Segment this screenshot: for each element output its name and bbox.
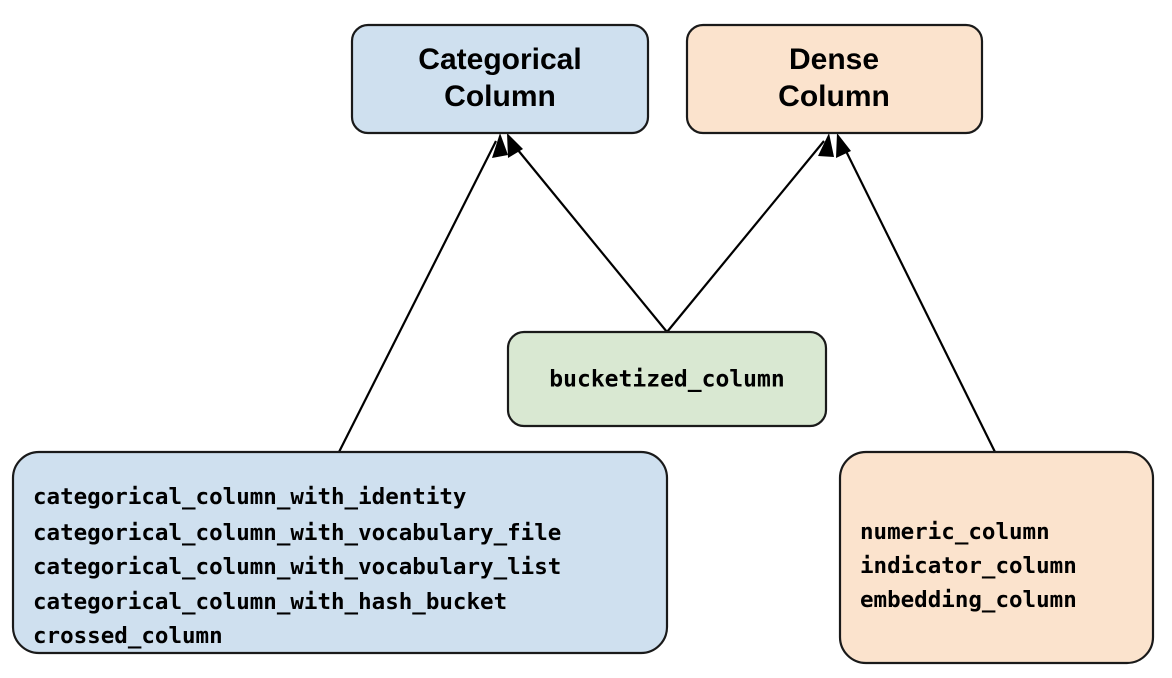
edge-dense-producers-to-dense-column: [842, 144, 996, 453]
categorical-producers-item-hash-bucket: categorical_column_with_hash_bucket: [33, 589, 507, 615]
dense-producers-item-embedding-column: embedding_column: [860, 587, 1077, 613]
categorical-column-box[interactable]: [350, 23, 650, 135]
node-dense-column[interactable]: Dense Column: [685, 23, 984, 135]
node-categorical-column[interactable]: Categorical Column: [350, 23, 650, 135]
node-bucketized-column[interactable]: bucketized_column: [506, 330, 828, 428]
edge-bucketized-to-dense-column: [666, 140, 825, 333]
node-categorical-producers[interactable]: categorical_column_with_identity categor…: [11, 450, 669, 655]
node-dense-producers[interactable]: numeric_column indicator_column embeddin…: [838, 450, 1155, 665]
dense-producers-item-numeric-column: numeric_column: [860, 519, 1050, 545]
bucketized-column-box[interactable]: [506, 330, 828, 428]
categorical-producers-box[interactable]: [11, 450, 669, 655]
arrowhead-categorical-from-producers: [492, 133, 508, 158]
dense-column-label-line-2: Column: [778, 80, 890, 113]
dense-producers-item-indicator-column: indicator_column: [860, 553, 1077, 579]
categorical-producers-item-vocabulary-list: categorical_column_with_vocabulary_list: [33, 554, 561, 580]
categorical-producers-item-vocabulary-file: categorical_column_with_vocabulary_file: [33, 520, 561, 546]
dense-column-box[interactable]: [685, 23, 984, 135]
categorical-column-label-line-1: Categorical: [418, 43, 581, 76]
dense-producers-box[interactable]: [838, 450, 1155, 665]
arrowhead-categorical-from-bucketized: [507, 133, 523, 158]
bucketized-column-label: bucketized_column: [549, 367, 784, 393]
arrowhead-dense-from-producers: [836, 133, 851, 158]
categorical-producers-item-identity: categorical_column_with_identity: [33, 484, 466, 510]
edge-categorical-producers-to-categorical-column: [338, 140, 497, 453]
dense-column-label-line-1: Dense: [789, 43, 879, 76]
categorical-column-label-line-2: Column: [444, 80, 556, 113]
edge-bucketized-to-categorical-column: [512, 143, 668, 333]
categorical-producers-item-crossed-column: crossed_column: [33, 623, 223, 649]
edge-group: [338, 133, 996, 453]
arrowhead-dense-from-bucketized: [818, 133, 834, 157]
